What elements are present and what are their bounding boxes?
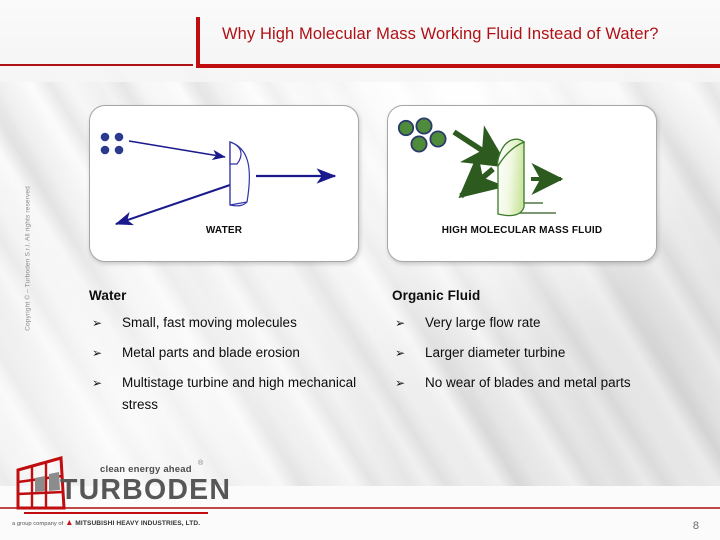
list-item: ➢ Small, fast moving molecules: [89, 312, 394, 334]
high-molecular-mass-molecules: [397, 117, 447, 153]
title-frame: [196, 17, 720, 66]
copyright-notice: Copyright © – Turboden S.r.l. All rights…: [24, 186, 32, 331]
list-item: ➢ Multistage turbine and high mechanical…: [89, 372, 394, 416]
water-deflected-arrow: [114, 184, 231, 226]
water-diagram-label: WATER: [205, 225, 243, 236]
high-molecular-mass-diagram-label: HIGH MOLECULAR MASS FLUID: [441, 225, 603, 236]
high-molecular-mass-diagram-svg: [397, 117, 564, 217]
column-organic-fluid: Organic Fluid ➢ Very large flow rate ➢ L…: [392, 288, 697, 402]
column-heading-organic-fluid: Organic Fluid: [392, 288, 481, 303]
list-item-text: No wear of blades and metal parts: [425, 375, 631, 390]
parent-company-line: a group company of ▲ MITSUBISHI HEAVY IN…: [12, 517, 200, 527]
background-header-band: [0, 0, 720, 82]
column-water: Water ➢ Small, fast moving molecules ➢ M…: [89, 288, 394, 424]
water-diagram-svg: [100, 132, 337, 226]
turboden-building-icon: [16, 456, 66, 510]
diagram-card-high-molecular-mass: HIGH MOLECULAR MASS FLUID: [387, 105, 657, 262]
list-item: ➢ Very large flow rate: [392, 312, 697, 334]
column-heading-water: Water: [89, 288, 127, 303]
turboden-logo: clean energy ahead ® TURBODEN a group co…: [8, 454, 230, 536]
title-left-rule: [0, 64, 193, 66]
bullet-marker-icon: ➢: [92, 376, 103, 390]
title-underline: [196, 64, 720, 68]
footer-rule: [0, 507, 720, 509]
list-item-text: Multistage turbine and high mechanical s…: [122, 375, 357, 412]
logo-wordmark: TURBODEN: [60, 474, 232, 506]
bullet-marker-icon: ➢: [92, 346, 103, 360]
logo-rule: [24, 512, 208, 514]
water-inlet-arrow: [128, 140, 226, 161]
list-item: ➢ Metal parts and blade erosion: [89, 342, 394, 364]
bullet-marker-icon: ➢: [92, 316, 103, 330]
list-item-text: Metal parts and blade erosion: [122, 345, 300, 360]
list-item: ➢ Larger diameter turbine: [392, 342, 697, 364]
registered-trademark-icon: ®: [198, 460, 204, 467]
group-company-prefix: a group company of: [12, 521, 64, 527]
bullet-marker-icon: ➢: [395, 376, 406, 390]
parent-company-name: MITSUBISHI HEAVY INDUSTRIES, LTD.: [75, 520, 201, 527]
hmm-turbine-blade: [496, 138, 526, 217]
page-title: Why High Molecular Mass Working Fluid In…: [222, 25, 659, 43]
page-number: 8: [692, 520, 699, 532]
water-turbine-blade: [229, 141, 250, 207]
list-item-text: Small, fast moving molecules: [122, 315, 297, 330]
logo-tagline: clean energy ahead: [100, 464, 192, 475]
bullet-marker-icon: ➢: [395, 346, 406, 360]
water-molecules: [100, 132, 124, 155]
list-item-text: Very large flow rate: [425, 315, 541, 330]
list-item: ➢ No wear of blades and metal parts: [392, 372, 697, 394]
diagram-card-water: WATER: [89, 105, 359, 262]
bullet-marker-icon: ➢: [395, 316, 406, 330]
list-item-text: Larger diameter turbine: [425, 345, 566, 360]
mitsubishi-mark-icon: ▲: [65, 517, 74, 527]
hmm-deflected-arrow: [458, 152, 507, 199]
